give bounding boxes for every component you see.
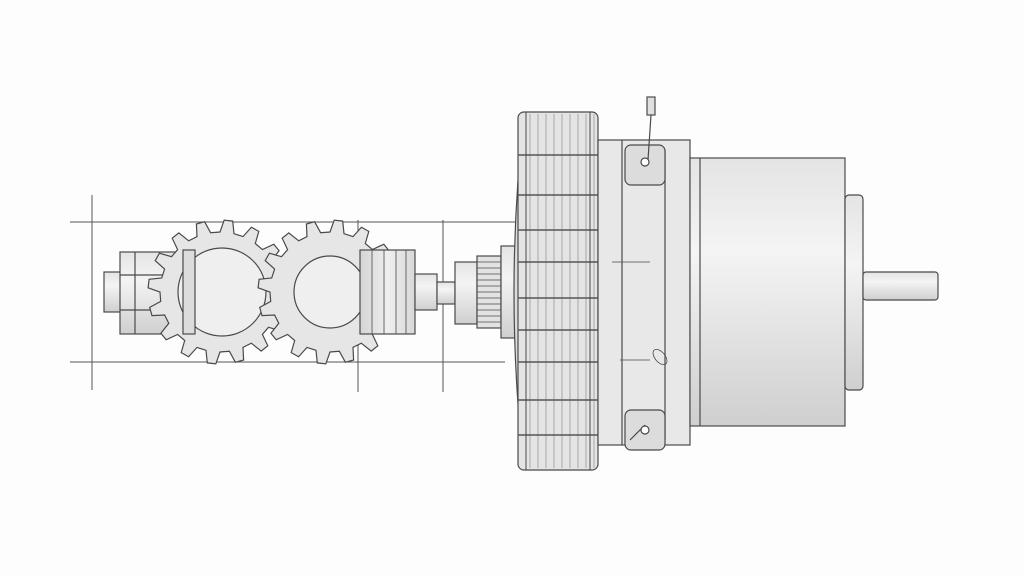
ribbed-flywheel xyxy=(513,111,599,471)
mounting-bracket-bottom xyxy=(624,409,666,451)
mounting-bracket-top xyxy=(624,96,666,186)
left-gear-assembly xyxy=(103,219,293,365)
motor-flange xyxy=(597,139,691,446)
output-shaft xyxy=(862,271,939,301)
middle-gear-assembly xyxy=(257,219,456,365)
motor-body xyxy=(689,157,939,427)
pinion xyxy=(454,245,520,339)
